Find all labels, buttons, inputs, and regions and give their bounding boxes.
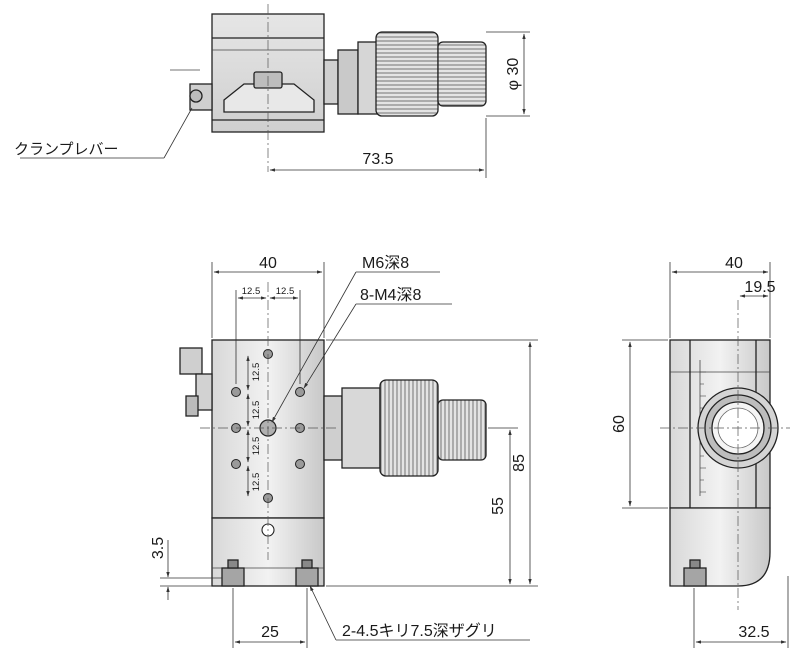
dim-phi30: φ 30 <box>505 58 522 91</box>
dim-12-5-v4: 12.5 <box>251 473 262 492</box>
micrometer-knob <box>375 31 439 117</box>
dim-55: 55 <box>490 497 507 515</box>
dim-12-5-v2: 12.5 <box>251 401 262 420</box>
m6-label: M6深8 <box>362 254 409 272</box>
dim-12-5-v1: 12.5 <box>251 363 262 382</box>
side-view: 40 19.5 60 32.5 <box>611 255 790 648</box>
dim-12-5-v3: 12.5 <box>251 437 262 456</box>
dim-73-5: 73.5 <box>362 151 393 168</box>
clamp-lever-label: クランプレバー <box>14 141 119 158</box>
micrometer-thimble <box>437 41 487 107</box>
front-micrometer-knob <box>379 379 439 477</box>
m4-label: 8-M4深8 <box>360 286 421 304</box>
dim-60: 60 <box>611 415 628 433</box>
dim-40-front: 40 <box>259 255 277 272</box>
dim-12-5-b: 12.5 <box>276 286 295 297</box>
dim-19-5: 19.5 <box>744 279 775 296</box>
dim-32-5: 32.5 <box>738 624 769 641</box>
front-view: 40 12.5 12.5 12.5 12.5 12.5 12.5 M6深8 8-… <box>150 254 538 648</box>
dim-40-side: 40 <box>725 255 743 272</box>
dim-85: 85 <box>511 454 528 472</box>
dim-3-5: 3.5 <box>150 537 167 559</box>
dim-25: 25 <box>261 624 279 641</box>
counterbore-label: 2-4.5キリ7.5深ザグリ <box>342 622 497 640</box>
top-view: φ 30 73.5 クランプレバー <box>14 4 530 178</box>
dim-12-5-a: 12.5 <box>242 286 261 297</box>
